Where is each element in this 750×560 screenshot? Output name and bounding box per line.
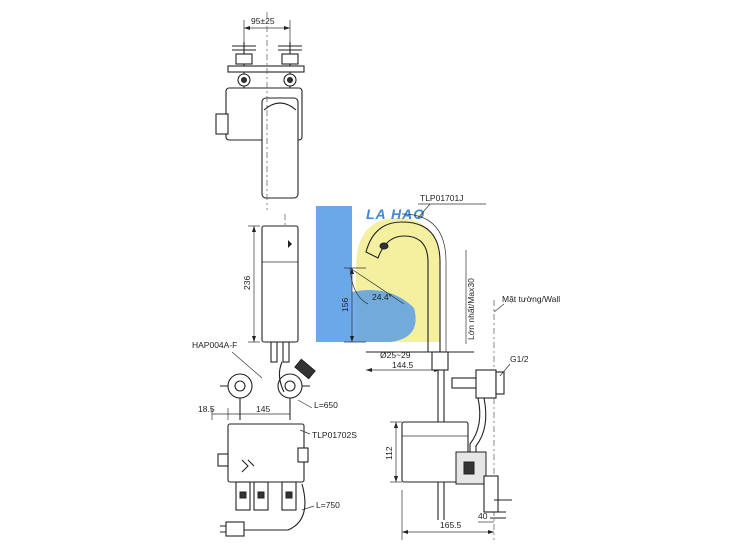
faucet-body-side-view: 236 [242,214,299,363]
dim-145: 145 [256,404,270,414]
label-tlp01701j: TLP01701J [420,193,463,203]
logo-brand-text: LA HAO [366,206,425,222]
top-mounting-bracket: 95±25 [227,16,305,92]
dim-18-5: 18.5 [198,404,215,414]
watermark-logo: LA HAO [316,206,440,342]
logo-blue-bar [316,206,352,342]
dim-diameter: Ø25~29 [380,350,411,360]
dim-top-width: 95±25 [251,16,275,26]
dim-angle: 24.4° [372,292,392,302]
label-tlp01702s: TLP01702S [312,430,357,440]
label-cable-650: L=650 [314,400,338,410]
label-max-clearance: Lớn nhất/Max30 [466,278,476,340]
dim-height-156: 156 [340,298,350,312]
dim-reach-144-5: 144.5 [392,360,414,370]
control-box-front: TLP01702S L=750 [217,423,357,537]
label-cable-750: L=750 [316,500,340,510]
label-hap004a-f: HAP004A-F [192,340,237,350]
dim-112: 112 [384,446,394,460]
logo-blue-bowl [352,290,416,342]
control-box-side-view: 112 40 165.5 [384,421,512,540]
faucet-body-top-view [215,12,303,210]
spout-side-view: TLP01701J 24.4° 156 Ø25~29 144.5 Lớn nhấ… [340,193,560,540]
label-wall: Mặt tường/Wall [502,294,560,304]
dim-165-5: 165.5 [440,520,462,530]
supply-valve-assembly: HAP004A-F L=650 18.5 145 [192,340,338,420]
piping-side-view: G1/2 [431,351,529,520]
label-thread-g1-2: G1/2 [510,354,529,364]
dim-height-236: 236 [242,276,252,290]
dim-40: 40 [478,511,488,521]
